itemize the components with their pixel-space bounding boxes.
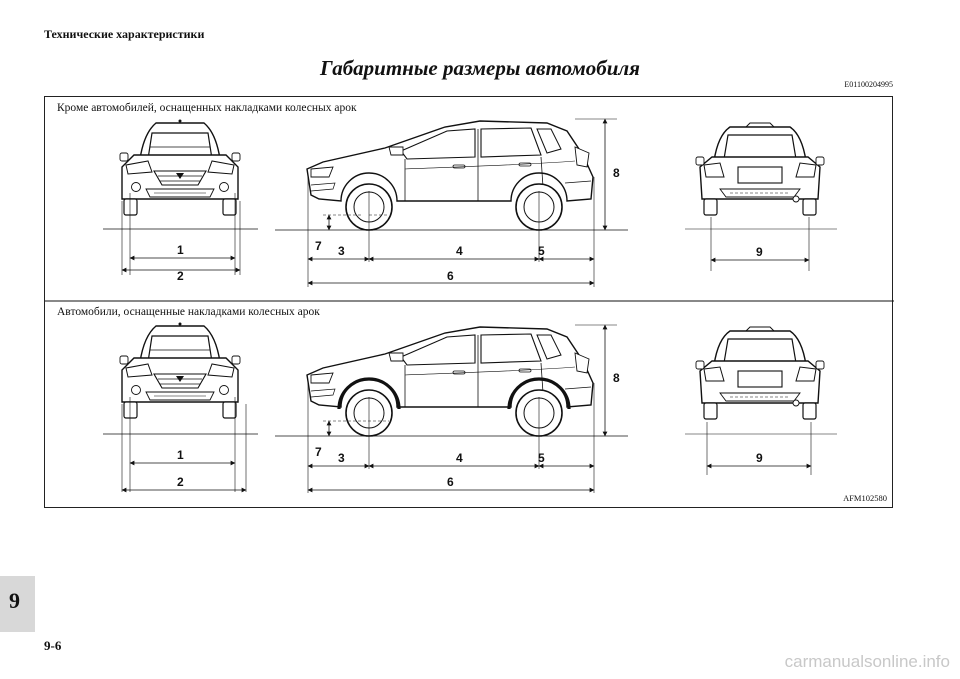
label-wheelbase: 4: [456, 244, 463, 258]
caption-with-arch-trim: Автомобили, оснащенные накладками колесн…: [57, 306, 320, 318]
watermark: carmanualsonline.info: [784, 652, 950, 671]
dimensions-drawing: 1 2 3 4 5 6 7 8 9: [45, 118, 894, 493]
caption-without-arch-trim: Кроме автомобилей, оснащенных накладками…: [57, 102, 357, 114]
label-ground-clearance-2: 7: [315, 445, 322, 459]
label-height-2: 8: [613, 371, 620, 385]
label-overall-length-2: 6: [447, 475, 454, 489]
label-rear-overhang: 5: [538, 244, 545, 258]
label-overall-length: 6: [447, 269, 454, 283]
rear-view-top: [695, 122, 825, 216]
label-rear-overhang-2: 5: [538, 451, 545, 465]
chapter-tab: 9: [0, 576, 35, 632]
label-front-width-2: 1: [177, 448, 184, 462]
label-wheelbase-2: 4: [456, 451, 463, 465]
label-front-overhang-2: 3: [338, 451, 345, 465]
dimensions-figure: 1 2 3 4 5 6 7 8 9: [44, 96, 894, 508]
label-rear-track: 9: [756, 245, 763, 259]
label-rear-track-2: 9: [756, 451, 763, 465]
label-front-track-2: 2: [177, 475, 184, 489]
section-header: Технические характеристики: [44, 27, 205, 41]
page-number: 9-6: [44, 638, 62, 653]
label-height: 8: [613, 166, 620, 180]
rear-view-bottom: [695, 326, 825, 420]
chapter-number: 9: [9, 588, 20, 613]
figure-code: AFM102580: [843, 493, 887, 503]
label-front-overhang: 3: [338, 244, 345, 258]
label-ground-clearance: 7: [315, 239, 322, 253]
page-title: Габаритные размеры автомобиля: [320, 56, 640, 80]
side-view-bottom: [306, 326, 594, 437]
side-view-top: [306, 120, 594, 231]
label-front-track: 2: [177, 269, 184, 283]
front-view-bottom: [119, 321, 241, 419]
label-front-width: 1: [177, 243, 184, 257]
front-view-top: [119, 118, 241, 216]
document-code: E01100204995: [844, 80, 893, 89]
